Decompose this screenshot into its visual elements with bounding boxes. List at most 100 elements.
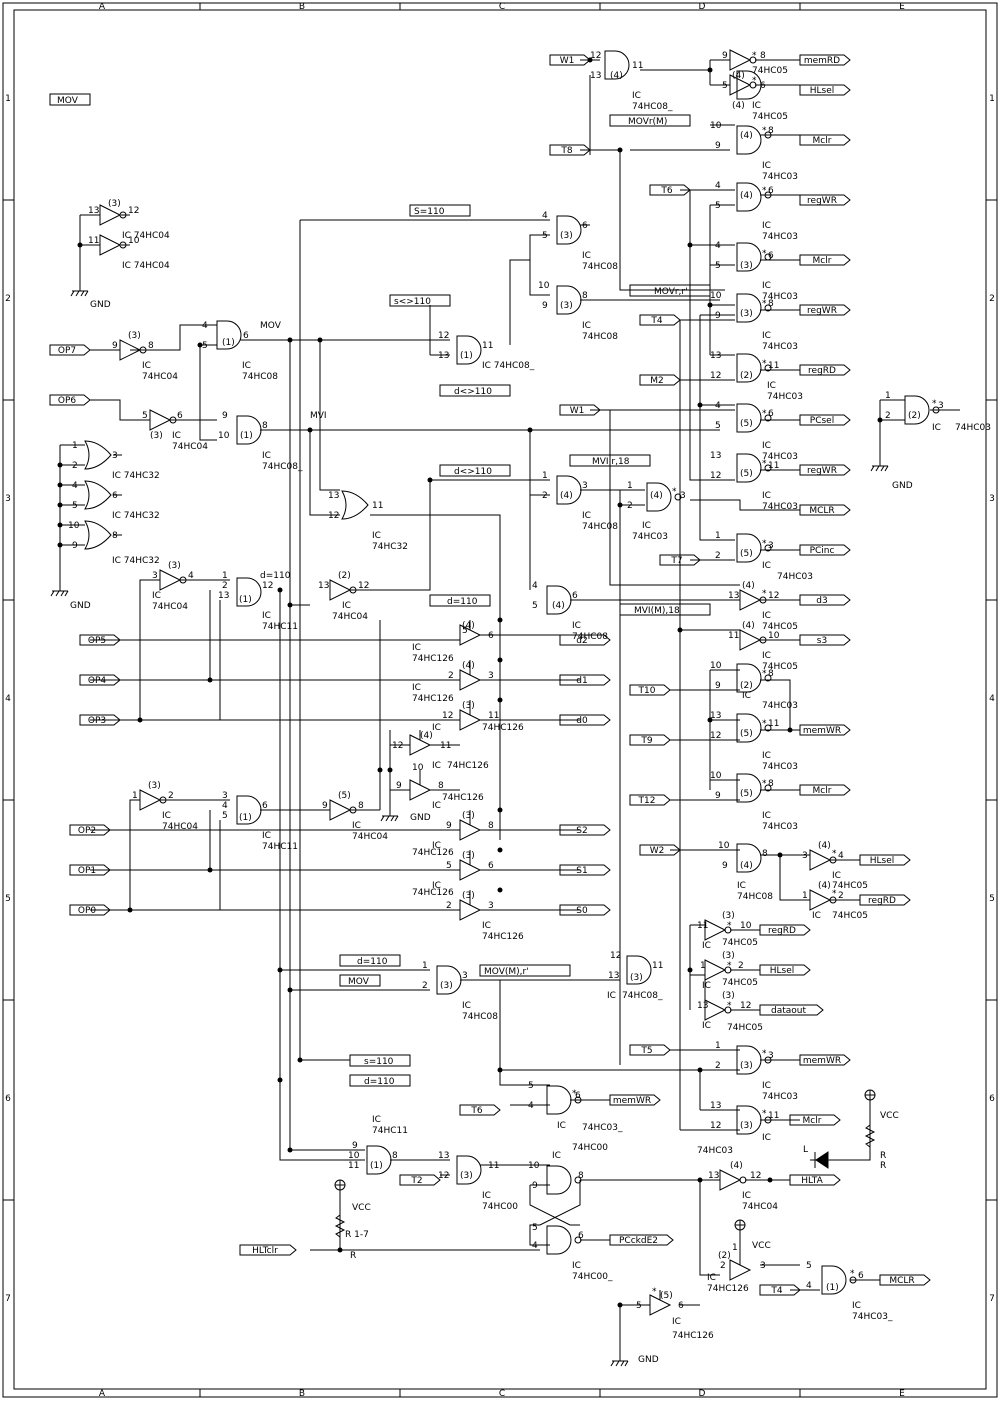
schematic-label: 5 [202,341,208,351]
schematic-label: 11 [88,236,99,246]
schematic-label: 10 [348,1151,360,1161]
schematic-label: IC 74HC04 [122,231,170,241]
schematic-label: 74HC126 [412,654,454,664]
schematic-label: IC [762,221,771,231]
schematic-label: IC [432,723,441,733]
schematic-label: (3) [462,811,475,821]
schematic-label: 6 [578,1231,584,1241]
input-port-op0: OP0 [69,904,111,916]
schematic-label: 74HC03 [762,502,798,512]
row-label-2: 2 [5,294,11,304]
schematic-label: IC [412,643,421,653]
output-port-label: d1 [576,676,587,686]
input-port-m2: M2 [639,374,681,386]
schematic-label: 12 [262,581,273,591]
schematic-label: 1 [700,961,706,971]
schematic-label: 9 [715,311,721,321]
buf-s1 [459,850,481,881]
output-port-d3: d3 [799,594,851,606]
schematic-label: 5 [636,1301,642,1311]
schematic-label: R [880,1161,886,1171]
input-port-t4: T4 [639,314,681,326]
schematic-label: IC [342,601,351,611]
schematic-label: 8 [768,299,774,309]
schematic-label: (4) [560,491,573,501]
input-port-w1a: W1 [549,54,591,66]
schematic-label: 13 [710,1101,721,1111]
schematic-label: 6 [572,591,578,601]
led-l [814,1151,829,1169]
schematic-label: 5 [806,1261,812,1271]
output-port-d0: d0 [559,714,611,726]
schematic-label: s=110 [364,1057,394,1067]
schematic-label: 12 [710,471,721,481]
schematic-label: 9 [715,681,721,691]
schematic-label: (3) [740,1121,753,1131]
schematic-label: 11 [728,631,739,641]
schematic-label: 9 [72,541,78,551]
schematic-label: 74HC08_ [262,462,303,472]
schematic-label: 8 [392,1151,398,1161]
schematic-label: 74HC03 [762,701,798,711]
schematic-label: 12 [392,741,403,751]
schematic-label: 5 [462,626,468,636]
row-label-4: 4 [5,694,11,704]
schematic-label: (3) [128,331,141,341]
schematic-label: 10 [68,521,80,531]
schematic-label: IC [262,831,271,841]
schematic-label: 5 [446,861,452,871]
schematic-label: 5 [142,411,148,421]
schematic-label: 74HC05 [832,881,868,891]
schematic-label: 4 [806,1281,812,1291]
schematic-label: (4) [650,491,663,501]
schematic-label: d<>110 [454,387,492,397]
input-port-label: T6 [660,186,672,196]
schematic-label: (3) [630,973,643,983]
text-labels: S=110 s<>110 d<>110 d<>110 MVI r,18 MOVr… [68,51,991,1365]
input-port-t12: T12 [629,794,671,806]
input-port-label: T10 [638,686,656,696]
schematic-label: (1) [239,813,252,823]
schematic-label: 74HC05 [762,622,798,632]
schematic-label: * [762,409,767,419]
schematic-label: (3) [740,309,753,319]
schematic-label: L [803,1145,808,1155]
schematic-label: IC [432,881,441,891]
output-port-label: regWR [807,306,837,316]
schematic-label: VCC [352,1203,371,1213]
input-port-label: M2 [650,376,664,386]
schematic-label: IC [142,361,151,371]
output-port-label: Mclr [803,1116,822,1126]
schematic-label: 74HC126 [412,694,454,704]
output-port-label: MCLR [809,506,834,516]
output-port-label: regRD [768,926,796,936]
schematic-label: (4) [742,581,755,591]
output-port-s2: S2 [559,824,611,836]
schematic-label: 74HC03 [632,532,668,542]
output-port-memwr2: memWR [799,1054,851,1066]
schematic-label: IC 74HC32 [112,471,160,481]
nand-mclr5 [736,1105,772,1135]
schematic-label: 8 [768,669,774,679]
schematic-label: 74HC08 [737,892,773,902]
schematic-label: 4 [715,401,721,411]
schematic-label: 74HC05 [832,911,868,921]
input-port-label: W2 [650,846,665,856]
input-port-label: T4 [770,1286,782,1296]
row-label-3-right: 3 [989,494,995,504]
schematic-label: 13 [708,1171,719,1181]
ports: OP7OP6OP5OP4OP3OP2OP1OP0W1T8T6T4M2W1T7T1… [49,54,931,1296]
schematic-label: (3) [462,701,475,711]
output-port-pcinc: PCinc [799,544,851,556]
schematic-label: * [652,1287,657,1297]
schematic-label: 74HC04 [152,602,188,612]
inv-hlsel2 [809,849,837,871]
vcc-symbol [864,1089,876,1101]
schematic-label: 1 [132,791,138,801]
schematic-label: 11 [482,341,493,351]
schematic-label: 3 [680,491,686,501]
schematic-label: * [832,849,837,859]
schematic-label: * [832,889,837,899]
input-port-label: T6 [470,1106,482,1116]
schematic-label: R 1-7 [345,1230,369,1240]
